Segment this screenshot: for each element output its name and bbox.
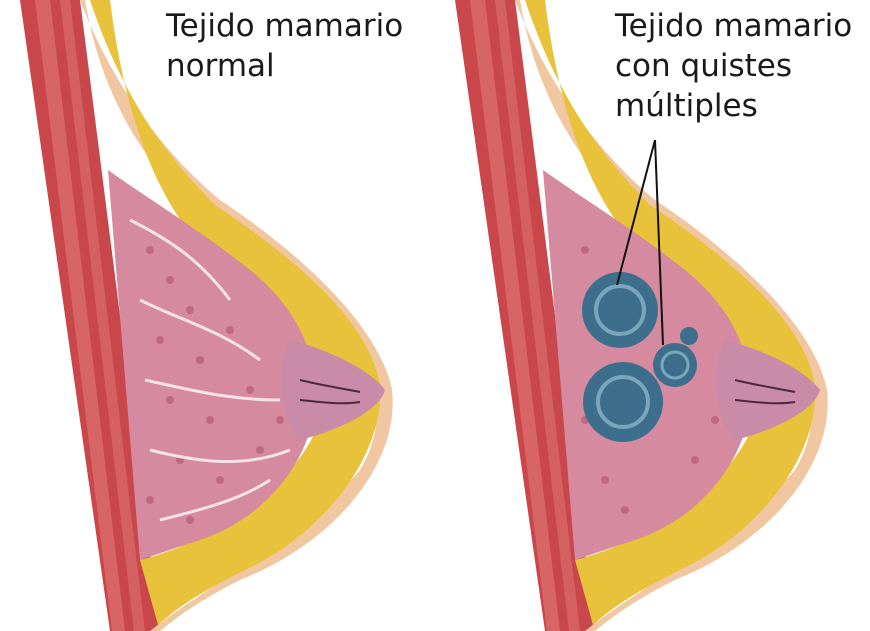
normal-breast-illustration (0, 0, 435, 631)
cyst-small (680, 327, 698, 345)
cyst-medium (653, 343, 697, 387)
cyst-large-bottom (583, 362, 663, 442)
normal-tissue-label: Tejido mamario normal (166, 6, 403, 86)
cysts-breast-panel: Tejido mamario con quistes múltiples (435, 0, 870, 631)
normal-breast-panel: Tejido mamario normal (0, 0, 435, 631)
cysts-tissue-label: Tejido mamario con quistes múltiples (615, 6, 852, 126)
cyst-large-top (582, 272, 658, 348)
